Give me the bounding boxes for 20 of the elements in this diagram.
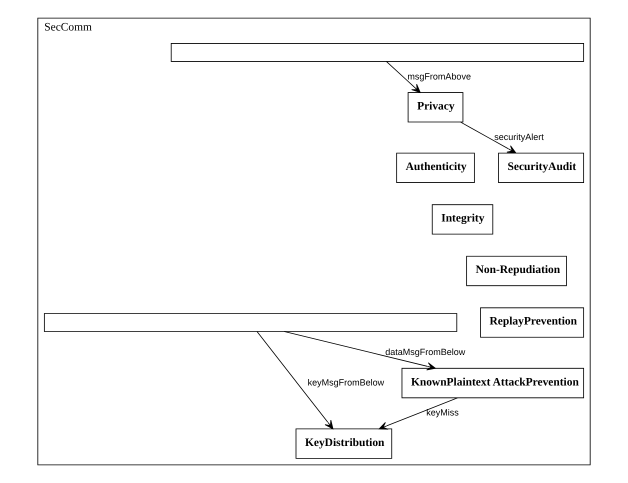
node-box: KnownPlaintext AttackPrevention xyxy=(402,368,584,398)
edge-label: dataMsgFromBelow xyxy=(385,347,466,358)
node-box: Privacy xyxy=(408,92,464,122)
node-box: Non-Repudiation xyxy=(466,256,567,286)
node-box: Integrity xyxy=(432,204,494,235)
node-bar xyxy=(44,313,458,332)
arrow xyxy=(378,397,458,430)
arrow xyxy=(460,122,516,154)
node-box: KeyDistribution xyxy=(296,428,392,459)
edge-label: keyMsgFromBelow xyxy=(308,377,384,388)
edge-label: msgFromAbove xyxy=(407,71,471,82)
node-box: Authenticity xyxy=(396,152,475,183)
arrow xyxy=(284,331,436,370)
arrow xyxy=(386,61,421,93)
node-bar xyxy=(170,43,584,62)
edge-label: keyMiss xyxy=(426,408,459,418)
node-box: SecurityAudit xyxy=(498,152,584,183)
edge-label: securityAlert xyxy=(494,132,544,142)
arrow xyxy=(256,331,334,430)
node-box: ReplayPrevention xyxy=(480,307,584,338)
